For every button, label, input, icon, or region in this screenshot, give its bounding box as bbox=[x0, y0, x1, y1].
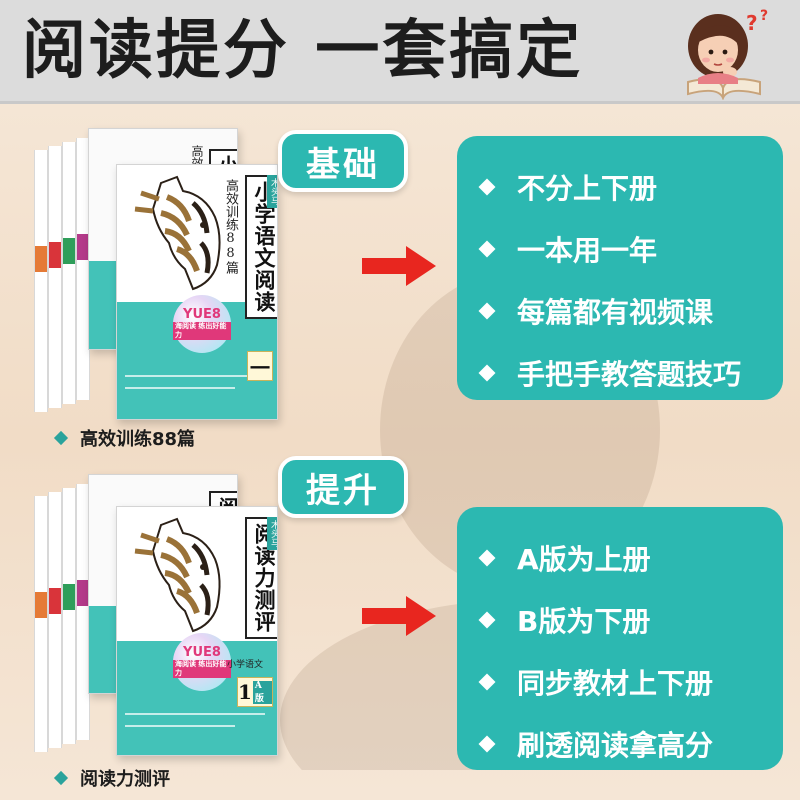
svg-text:?: ? bbox=[746, 11, 758, 35]
feature-text: 同步教材上下册 bbox=[517, 667, 714, 700]
feature-text: B版为下册 bbox=[517, 605, 651, 638]
diamond-bullet-icon bbox=[478, 735, 496, 753]
badge-main: YUE8 bbox=[183, 645, 221, 660]
badge-sub: 海阅读 练出好能力 bbox=[173, 660, 231, 678]
zebra-illustration bbox=[134, 175, 221, 291]
book-cover-front: 阅读力测评 木头马 YUE8 海阅读 练出好能力 小学语文 1 A版 bbox=[116, 506, 278, 756]
book-title: 阅读力测评 bbox=[245, 517, 277, 639]
diamond-bullet-icon bbox=[478, 240, 496, 258]
feature-text: 手把手教答题技巧 bbox=[517, 358, 742, 391]
diamond-bullet-icon bbox=[478, 178, 496, 196]
diamond-bullet-icon bbox=[478, 364, 496, 382]
book-spine bbox=[62, 142, 76, 404]
yue8-badge: YUE8 海阅读 练出好能力 bbox=[173, 633, 231, 691]
grade-number: 1 bbox=[238, 680, 252, 704]
grade-box: 1 A版 bbox=[237, 677, 273, 707]
diamond-bullet-icon bbox=[478, 673, 496, 691]
feature-text: 刷透阅读拿高分 bbox=[517, 729, 714, 762]
book-title: 小学语文阅读 bbox=[245, 175, 277, 319]
book-cover-front: 小学语文阅读 高效训练88篇 木头马 YUE8 海阅读 练出好能力 一 bbox=[116, 164, 278, 420]
diamond-bullet-icon bbox=[53, 430, 69, 446]
tag-basic: 基础 bbox=[278, 130, 408, 192]
red-arrow-icon bbox=[362, 246, 436, 286]
book-subtitle: 小学语文 bbox=[227, 660, 264, 670]
feature-panel-advanced: A版为上册 B版为下册 同步教材上下册 刷透阅读拿高分 bbox=[457, 507, 783, 770]
grade-suffix: A版 bbox=[252, 680, 272, 704]
zebra-illustration bbox=[134, 517, 221, 633]
feature-item: 每篇都有视频课 bbox=[478, 280, 783, 342]
caption-advanced: 阅读力测评 bbox=[53, 765, 170, 791]
header-banner: 阅读提分 一套搞定 ? ? bbox=[0, 0, 800, 104]
book-spine bbox=[34, 496, 48, 752]
brand-strip: 木头马 bbox=[267, 517, 277, 550]
caption-basic: 高效训练88篇 bbox=[53, 425, 196, 451]
feature-item: 刷透阅读拿高分 bbox=[478, 713, 783, 775]
tag-advanced: 提升 bbox=[278, 456, 408, 518]
feature-item: A版为上册 bbox=[478, 527, 783, 589]
badge-main: YUE8 bbox=[183, 307, 221, 322]
yue8-badge: YUE8 海阅读 练出好能力 bbox=[173, 295, 231, 353]
grade-box: 一 bbox=[247, 351, 273, 381]
diamond-bullet-icon bbox=[53, 770, 69, 786]
feature-item: 不分上下册 bbox=[478, 156, 783, 218]
book-spine bbox=[48, 492, 62, 748]
diamond-bullet-icon bbox=[478, 549, 496, 567]
page-title: 阅读提分 一套搞定 bbox=[22, 14, 584, 88]
book-stack-basic: 小 高效 小学语文阅读 高效训练88篇 木头马 YUE8 海阅读 练出好能力 一 bbox=[30, 120, 290, 420]
caption-text: 高效训练88篇 bbox=[80, 429, 196, 450]
feature-text: 不分上下册 bbox=[517, 172, 658, 205]
diamond-bullet-icon bbox=[478, 302, 496, 320]
diamond-bullet-icon bbox=[478, 611, 496, 629]
book-stack-advanced: 阅 阅读力测评 木头马 YUE8 海阅读 练出好能力 小学语文 1 A版 bbox=[30, 470, 290, 760]
feature-item: 手把手教答题技巧 bbox=[478, 342, 783, 404]
feature-item: 一本用一年 bbox=[478, 218, 783, 280]
thinking-girl-icon: ? ? bbox=[687, 8, 768, 100]
badge-sub: 海阅读 练出好能力 bbox=[173, 322, 231, 340]
book-subtitle: 高效训练88篇 bbox=[223, 179, 238, 274]
brand-strip: 木头马 bbox=[267, 175, 277, 208]
svg-text:?: ? bbox=[760, 8, 768, 24]
feature-item: B版为下册 bbox=[478, 589, 783, 651]
feature-text: 每篇都有视频课 bbox=[517, 296, 714, 329]
book-spine bbox=[62, 488, 76, 744]
feature-text: 一本用一年 bbox=[517, 234, 658, 267]
feature-panel-basic: 不分上下册 一本用一年 每篇都有视频课 手把手教答题技巧 bbox=[457, 136, 783, 400]
red-arrow-icon bbox=[362, 596, 436, 636]
book-spine bbox=[34, 150, 48, 412]
back-cover-subtitle: 高效 bbox=[190, 145, 204, 169]
caption-text: 阅读力测评 bbox=[80, 769, 170, 790]
feature-text: A版为上册 bbox=[517, 543, 651, 576]
feature-item: 同步教材上下册 bbox=[478, 651, 783, 713]
book-spine bbox=[48, 146, 62, 408]
